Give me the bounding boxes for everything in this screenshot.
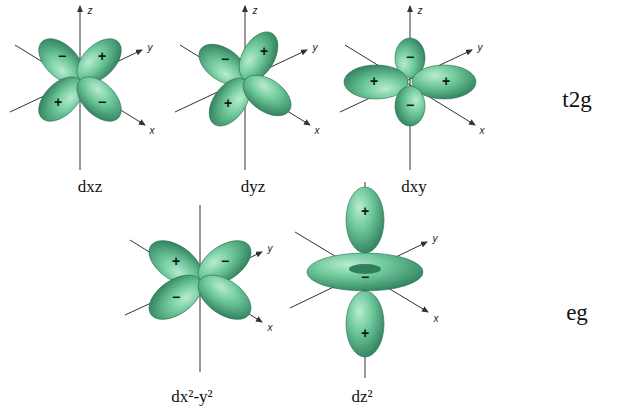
symmetry-label: eg [566,300,588,325]
phase-sign: − [98,95,106,110]
orbital-name: dz² [351,388,372,407]
orbital-name: dxz [78,178,103,197]
axis-label: x [315,125,320,136]
orbital-name: dyz [241,178,266,197]
symmetry-label: t2g [562,87,591,112]
phase-sign: + [54,95,62,110]
phase-sign: − [406,98,414,113]
dyz-orbital [175,6,310,170]
axis-label: y [478,42,483,53]
dxy-orbital [340,6,476,170]
phase-sign: + [361,326,369,341]
phase-sign: − [172,290,180,305]
dz2-orbital [290,182,428,378]
phase-sign: + [172,254,180,269]
dx2-y2-orbital [125,205,262,372]
phase-sign: − [221,52,229,67]
axis-label: z [418,5,423,16]
orbital-name: dx²-y² [171,388,212,407]
phase-sign: − [58,49,66,64]
orbital-name: dxy [401,178,427,197]
phase-sign: − [361,270,369,285]
axis-label: y [433,233,438,244]
phase-sign: + [224,96,232,111]
axis-label: y [148,42,153,53]
dxz-orbital [10,6,145,170]
phase-sign: + [260,44,268,59]
phase-sign: + [370,74,378,89]
axis-label: x [480,125,485,136]
phase-sign: − [221,254,229,269]
axis-label: x [268,322,273,333]
axis-label: x [434,313,439,324]
phase-sign: + [442,74,450,89]
axis-label: y [268,243,273,254]
axis-label: z [88,5,93,16]
phase-sign: − [406,50,414,65]
phase-sign: + [98,49,106,64]
phase-sign: + [361,204,369,219]
axis-label: z [253,5,258,16]
axis-label: y [313,42,318,53]
axis-label: x [150,125,155,136]
